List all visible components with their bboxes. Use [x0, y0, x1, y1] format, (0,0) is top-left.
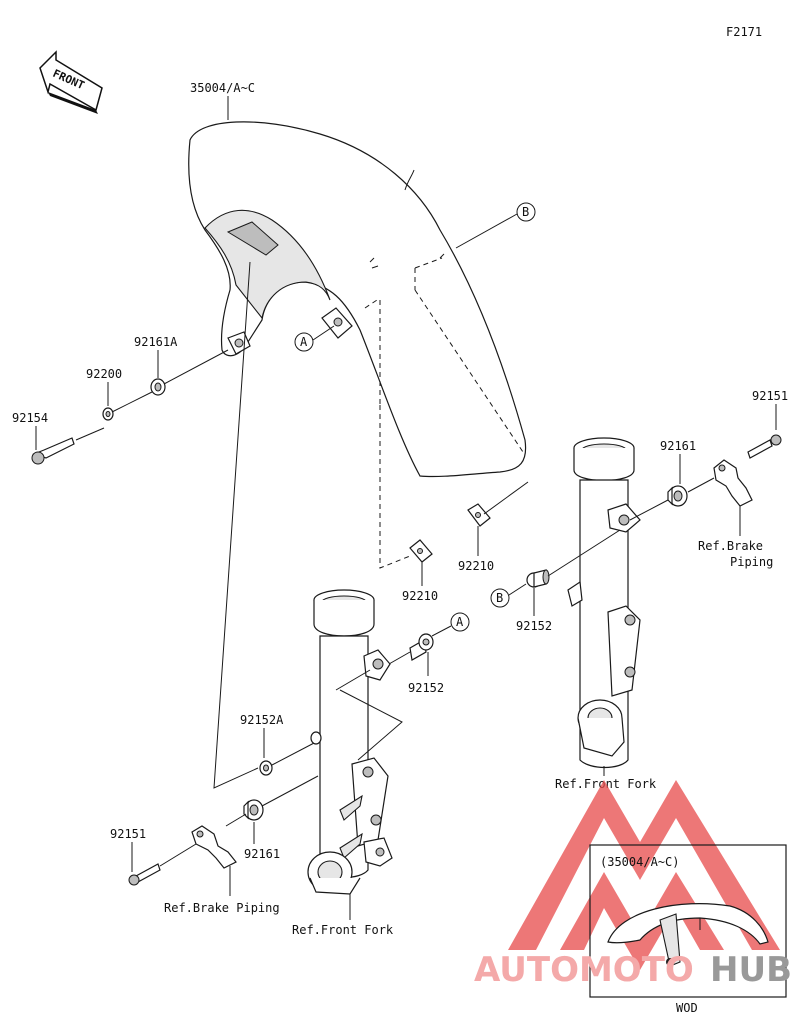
label-ref-brake-left: Ref.Brake Piping — [164, 901, 280, 915]
callout-b-lower — [490, 588, 510, 608]
label-92152-right: 92152 — [516, 619, 552, 633]
brake-clamp-right — [713, 459, 753, 507]
bolt-92152-right — [526, 569, 550, 588]
fork-left — [307, 589, 393, 895]
collar-92152A — [259, 760, 273, 776]
label-92161-right: 92161 — [660, 439, 696, 453]
callout-a — [294, 332, 314, 352]
front-fender — [188, 121, 527, 478]
clip-92210-center — [409, 539, 433, 563]
label-92200: 92200 — [86, 367, 122, 381]
label-ref-brake-right-2: Piping — [730, 555, 773, 569]
label-92210-right: 92210 — [458, 559, 494, 573]
inset-title: (35004/A~C) — [600, 855, 679, 869]
callout-b-lower-label: B — [496, 591, 503, 605]
bolt-92151-left — [128, 863, 161, 886]
clip-92210-right — [467, 503, 491, 527]
collar-92161-left — [243, 799, 264, 821]
callout-a-label: A — [300, 335, 308, 349]
label-92151-left: 92151 — [110, 827, 146, 841]
bolt-92152-center — [409, 633, 434, 661]
collar-92161A — [150, 378, 166, 396]
watermark-logo — [508, 780, 780, 970]
label-ref-brake-right-1: Ref.Brake — [698, 539, 763, 553]
callout-b — [516, 202, 536, 222]
label-92152-center: 92152 — [408, 681, 444, 695]
watermark-text-1: AUTOMOTO — [474, 950, 694, 990]
label-92210-center: 92210 — [402, 589, 438, 603]
label-92152A: 92152A — [240, 713, 284, 727]
callout-a-lower — [450, 612, 470, 632]
inset-caption: WOD — [676, 1001, 698, 1015]
watermark-text-2: HUB — [710, 950, 792, 990]
bolt-92151-right — [747, 434, 782, 459]
label-92154: 92154 — [12, 411, 48, 425]
callout-b-label: B — [522, 205, 529, 219]
collar-92161-right — [667, 485, 688, 507]
inset-panel: (35004/A~C) — [589, 844, 787, 998]
label-35004: 35004/A~C — [190, 81, 255, 95]
front-arrow-icon: FRONT — [39, 50, 103, 114]
bolt-92154 — [31, 437, 75, 465]
label-92151-right: 92151 — [752, 389, 788, 403]
fork-right — [567, 437, 641, 769]
washer-92200 — [102, 407, 114, 421]
callout-a-lower-label: A — [456, 615, 464, 629]
label-ref-front-fork-left: Ref.Front Fork — [292, 923, 394, 937]
label-92161-left: 92161 — [244, 847, 280, 861]
label-92161A: 92161A — [134, 335, 178, 349]
brake-clamp-left — [191, 825, 237, 869]
figure-code: F2171 — [726, 25, 762, 39]
